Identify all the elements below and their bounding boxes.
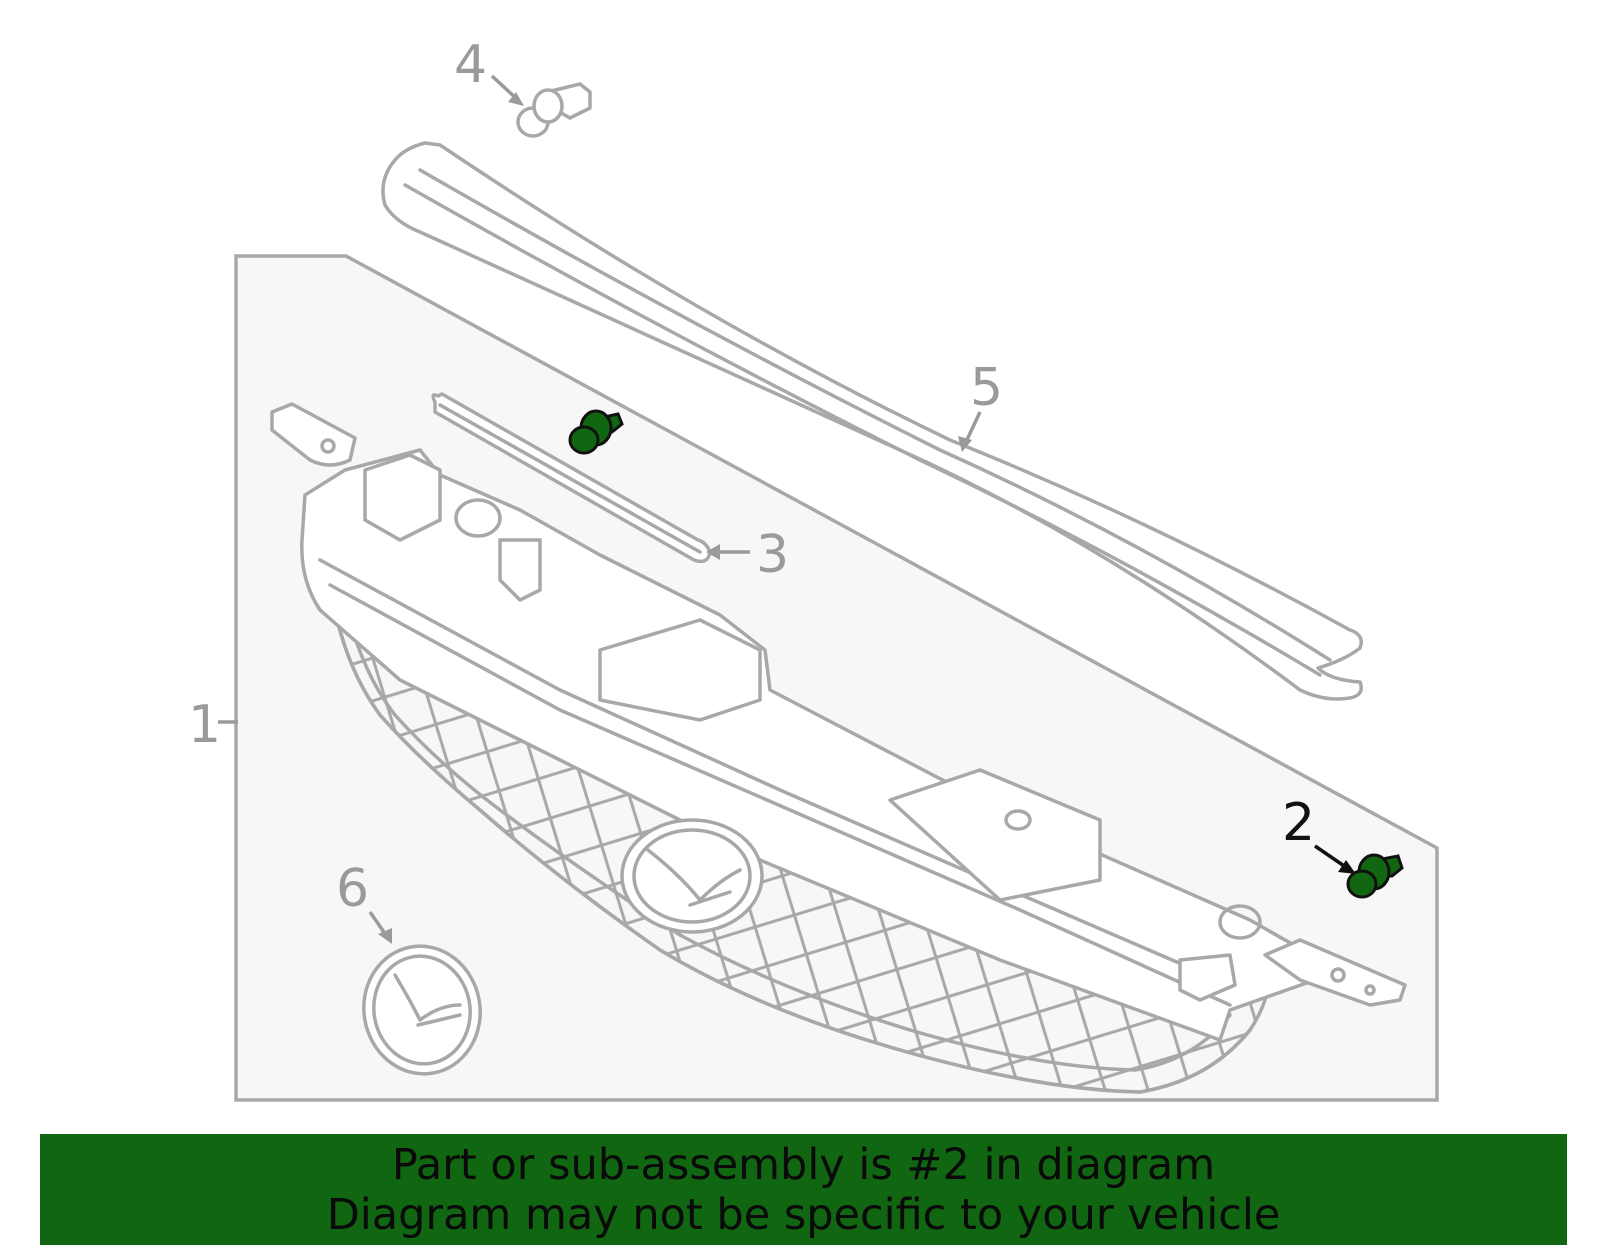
callout-3: 3 — [756, 525, 789, 585]
arrowhead-5 — [958, 436, 972, 452]
callout-5: 5 — [970, 358, 1003, 418]
callout-1: 1 — [188, 695, 221, 755]
emblem-icon[interactable] — [354, 937, 490, 1083]
push-clip-highlighted-upper-icon[interactable] — [568, 409, 624, 455]
push-clip-highlighted-lower-icon[interactable] — [1346, 853, 1404, 899]
grille-assembly-icon[interactable] — [270, 402, 1407, 1094]
upper-molding-icon[interactable] — [381, 141, 1363, 701]
molding-strip-icon[interactable] — [431, 392, 712, 564]
arrowhead-3 — [706, 544, 720, 560]
info-banner: Part or sub-assembly is #2 in diagram Di… — [40, 1134, 1567, 1245]
leader-line-5 — [963, 411, 982, 445]
callout-6: 6 — [336, 859, 369, 919]
callout-4: 4 — [454, 35, 487, 95]
banner-line-part: Part or sub-assembly is #2 in diagram — [391, 1139, 1216, 1190]
banner-line-disclaimer: Diagram may not be specific to your vehi… — [326, 1189, 1281, 1240]
arrowhead-6 — [378, 928, 392, 944]
arrowhead-2 — [1338, 860, 1356, 874]
push-clip-icon[interactable] — [516, 82, 592, 138]
callout-2: 2 — [1282, 793, 1315, 853]
arrowhead-4 — [508, 92, 524, 106]
